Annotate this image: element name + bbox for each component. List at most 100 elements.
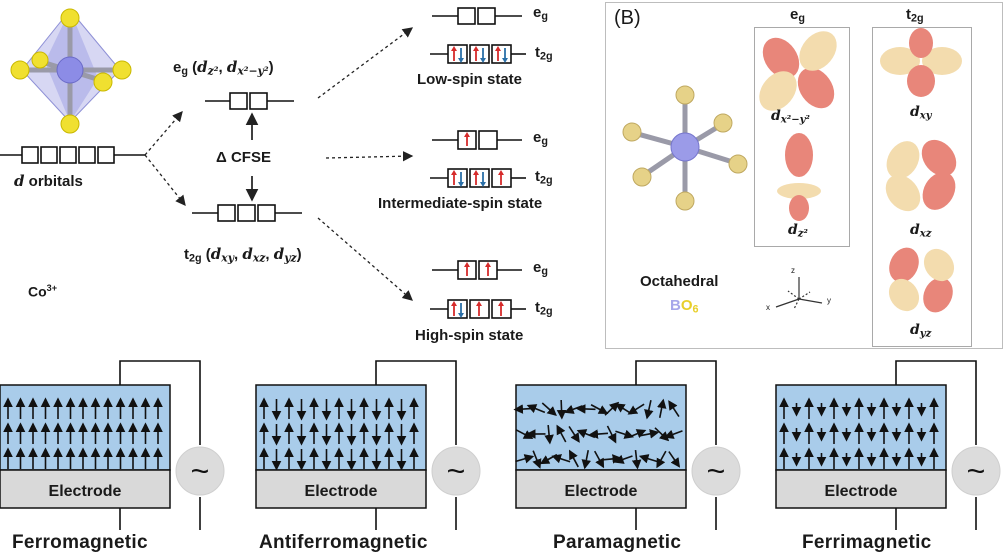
high-spin-eg-label: eg — [533, 259, 548, 278]
cobalt-ion-label: Co3+ — [28, 283, 58, 300]
geometry-label: Octahedral — [640, 273, 719, 290]
circuit-wire — [119, 497, 201, 530]
dz2-orbital — [777, 133, 821, 221]
magnetic-ordering-schematics: Electrode~Electrode~Electrode~Electrode~ — [0, 360, 1001, 530]
magnetic-film — [775, 384, 947, 471]
spin-arrow — [541, 402, 557, 417]
split-arrow-up — [144, 111, 183, 156]
ac-source-symbol: ~ — [967, 453, 986, 489]
spin-arrow — [627, 429, 647, 439]
t2g-orbitals-label: t2g (dxy, dxz, dyz) — [184, 245, 302, 265]
spin-arrow — [593, 450, 605, 469]
spin-arrow — [640, 429, 660, 439]
intermediate-spin-state-label: Intermediate-spin state — [378, 195, 543, 212]
split-arrow-down — [144, 154, 186, 207]
spin-arrow — [614, 454, 633, 464]
arrow-to-high-spin — [317, 217, 413, 301]
dyz-orbital — [888, 247, 955, 313]
spin-arrow — [551, 454, 571, 464]
ac-source-icon — [175, 446, 225, 496]
ac-source-symbol: ~ — [707, 453, 726, 489]
bo6-formula: BO6 — [670, 297, 699, 316]
t2g-level-boxes — [192, 204, 302, 222]
cfse-label: Δ CFSE — [216, 149, 271, 166]
energy-diagram — [0, 7, 526, 319]
ferrimagnetic-label: Ferrimagnetic — [802, 532, 932, 553]
panel-b-tag: (B) — [614, 7, 641, 29]
magnetic-film — [515, 384, 687, 471]
eg-orbital-column — [754, 27, 850, 247]
circuit-wire — [119, 360, 201, 445]
intermediate-spin-t2g-boxes — [430, 168, 526, 188]
paramagnetic-label: Paramagnetic — [553, 532, 682, 553]
bo6-molecule — [622, 85, 748, 211]
spin-arrow — [556, 424, 567, 443]
t2g-orbital-column — [872, 27, 972, 347]
eg-level-boxes — [205, 92, 294, 110]
dyz-label: dyz — [910, 322, 932, 340]
high-spin-t2g-boxes — [430, 299, 526, 319]
electrode-label: Electrode — [825, 483, 898, 500]
intermediate-spin-t2g-electrons — [451, 170, 504, 187]
circuit-wire — [895, 497, 977, 530]
electrode-layer — [255, 469, 427, 509]
low-spin-t2g-boxes — [430, 44, 526, 64]
intermediate-spin-t2g-label: t2g — [535, 168, 553, 187]
magnetic-film — [0, 384, 171, 471]
x-axis-label: x — [766, 303, 770, 312]
circuit-wire — [375, 497, 457, 530]
high-spin-state-label: High-spin state — [415, 327, 524, 344]
electrode-label: Electrode — [305, 483, 378, 500]
low-spin-electrons — [451, 46, 508, 63]
intermediate-spin-eg-electrons — [464, 132, 470, 146]
coordinate-axes — [775, 277, 823, 310]
dx2y2-label: dx²−y² — [771, 108, 810, 126]
y-axis-label: y — [827, 296, 831, 305]
eg-header: eg — [790, 6, 805, 25]
spin-arrow — [656, 398, 667, 418]
dxz-label: dxz — [910, 222, 932, 240]
ac-source-symbol: ~ — [191, 453, 210, 489]
intermediate-spin-eg-boxes — [432, 130, 522, 150]
electrode-label: Electrode — [565, 483, 638, 500]
spin-arrow — [532, 450, 542, 469]
ac-source-symbol: ~ — [447, 453, 466, 489]
spin-arrow — [656, 450, 667, 469]
low-spin-t2g-label: t2g — [535, 44, 553, 63]
ac-source-icon — [691, 446, 741, 496]
spin-arrow — [664, 429, 683, 439]
d-orbital-boxes — [0, 146, 145, 164]
dxy-label: dxy — [910, 104, 932, 122]
dxy-orbital — [880, 28, 962, 97]
low-spin-state-label: Low-spin state — [417, 71, 523, 88]
high-spin-eg-electrons — [464, 262, 491, 276]
high-spin-eg-boxes — [432, 260, 522, 280]
spin-arrow — [638, 454, 658, 464]
spin-arrow — [668, 451, 681, 468]
spin-arrow — [627, 403, 645, 415]
spin-arrow — [569, 449, 579, 468]
z-axis-label: z — [791, 266, 795, 275]
ac-source-icon — [431, 446, 481, 496]
ferromagnetic-label: Ferromagnetic — [12, 532, 148, 553]
electrode-layer — [775, 469, 947, 509]
circuit-wire — [895, 360, 977, 445]
spin-arrow — [581, 450, 592, 470]
arrow-to-low-spin — [317, 27, 414, 99]
circuit-wire — [375, 360, 457, 445]
intermediate-spin-eg-label: eg — [533, 129, 548, 148]
low-spin-eg-label: eg — [533, 4, 548, 23]
spin-arrow — [513, 404, 534, 414]
spin-arrow — [544, 424, 554, 445]
spin-arrow — [568, 426, 580, 443]
dz2-label: dz² — [788, 222, 808, 240]
t2g-header: t2g — [906, 6, 924, 25]
dxz-orbital — [885, 139, 957, 212]
arrow-to-intermediate-spin — [325, 151, 414, 162]
electrode-layer — [515, 469, 687, 509]
d-orbitals-label: d orbitals — [14, 172, 83, 190]
octahedron-molecule — [10, 8, 132, 134]
high-spin-t2g-label: t2g — [535, 299, 553, 318]
spin-arrow — [575, 404, 596, 414]
eg-orbitals-label: eg (dz², dx²−y²) — [173, 58, 274, 78]
